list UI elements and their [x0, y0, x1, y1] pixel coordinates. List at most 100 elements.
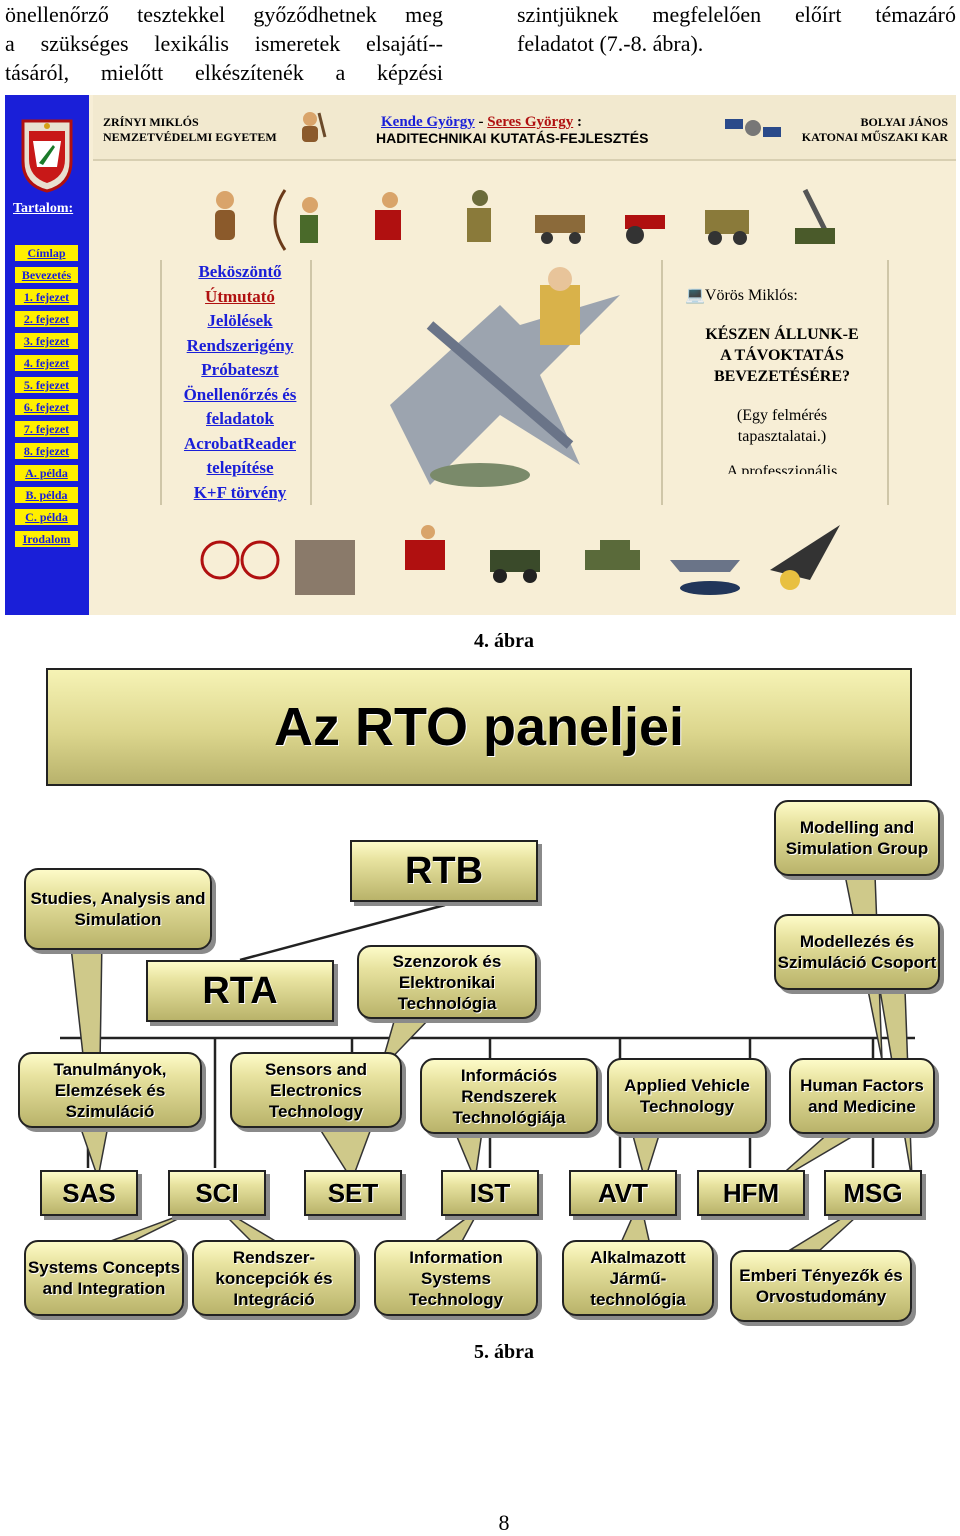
callout-text: Tanulmányok, Elemzések és Szimuláció [53, 1059, 167, 1121]
divider [887, 260, 889, 505]
main-menu: Beköszöntő Útmutató Jelölések Rendszerig… [165, 260, 315, 505]
rta-box: RTA [146, 960, 334, 1022]
news-title[interactable]: KÉSZEN ÁLLUNK-E A TÁVOKTATÁS BEVEZETÉSÉR… [677, 324, 887, 387]
menu-jelolesek[interactable]: Jelölések [207, 311, 273, 330]
callout-text: Sensors and Electronics Technology [264, 1059, 368, 1121]
msg-callout-hu: Modellezés és Szimuláció Csoport [774, 914, 940, 990]
hfm-callout-en: Human Factors and Medicine [789, 1058, 935, 1134]
text-column-right: szintjüknek megfelelően előírt témazáró … [517, 0, 956, 58]
news-title-line: BEVEZETÉSÉRE? [713, 368, 851, 385]
aircraft-collage-icon [390, 267, 620, 487]
menu-onellenorzes[interactable]: Önellenőrzés és [183, 384, 297, 404]
rta-label: RTA [202, 969, 278, 1012]
text-column-left: önellenőrző tesztekkel győződhetnek meg … [5, 0, 443, 87]
callout-text: Information Systems Technology [408, 1247, 504, 1309]
rtb-label: RTB [404, 849, 484, 892]
menu-probateszt[interactable]: Próbateszt [201, 360, 279, 379]
news-subtitle-line: tapasztalatai.) [737, 428, 827, 445]
satellite-icon [725, 119, 781, 137]
menu-kf-torveny[interactable]: K+F törvény [193, 482, 287, 502]
news-subtitle-line: (Egy felmérés [736, 407, 828, 424]
nav-example-b[interactable]: B. példa [15, 487, 78, 503]
vehicles-strip-icon [200, 525, 840, 595]
faculty-line: BOLYAI JÁNOS [860, 115, 948, 129]
msg-callout-en-text: Modelling and Simulation Group [785, 818, 929, 858]
authors-line: Kende György - Seres György : [381, 113, 582, 131]
computer-icon: 💻 [685, 287, 705, 304]
panel-sci: SCI [168, 1170, 266, 1216]
faculty-name: BOLYAI JÁNOS KATONAI MŰSZAKI KAR [802, 115, 948, 145]
panel-label: SAS [62, 1177, 116, 1208]
sci-callout-hu: Rendszer-koncepciók és Integráció [192, 1240, 356, 1316]
panel-label: MSG [843, 1177, 903, 1208]
website-screenshot-figure: Tartalom: Címlap Bevezetés 1. fejezet 2.… [5, 95, 956, 615]
news-title-line: A TÁVOKTATÁS [720, 347, 844, 364]
msg-callout-hu-text: Modellezés és Szimuláció Csoport [777, 932, 937, 972]
nav-cimlap[interactable]: Címlap [15, 245, 78, 261]
callout-text: Rendszer-koncepciók és Integráció [215, 1247, 333, 1309]
panel-set: SET [304, 1170, 402, 1216]
msg-callout-en: Modelling and Simulation Group [774, 800, 940, 876]
callout-text: Applied Vehicle Technology [624, 1076, 750, 1116]
university-line: NEMZETVÉDELMI EGYETEM [103, 130, 277, 144]
diagram-title-text: Az RTO paneljei [273, 697, 685, 757]
menu-telepitese[interactable]: telepítése [206, 458, 274, 477]
panel-msg: MSG [824, 1170, 922, 1216]
panel-label: SCI [195, 1177, 239, 1208]
menu-acrobatreader[interactable]: AcrobatReader [183, 433, 297, 453]
rta-callout: Studies, Analysis and Simulation [24, 868, 212, 950]
nav-chapter-3[interactable]: 3. fejezet [15, 333, 78, 349]
callout-text: Systems Concepts and Integration [27, 1258, 181, 1298]
callout-text: Alkalmazott Jármű-technológia [590, 1247, 686, 1309]
set-callout-en: Sensors and Electronics Technology [230, 1052, 402, 1128]
avt-callout-en: Applied Vehicle Technology [607, 1058, 767, 1134]
nav-bevezetes[interactable]: Bevezetés [15, 267, 78, 283]
panel-ist: IST [441, 1170, 539, 1216]
text-line: tásáról, mielőtt elkészítenék a képzési [5, 60, 443, 85]
diagram-title: Az RTO paneljei [46, 668, 912, 786]
text-line: önellenőrző tesztekkel győződhetnek meg [5, 2, 443, 27]
panel-label: AVT [597, 1177, 649, 1208]
callout-text: Információs Rendszerek Technológiája [452, 1065, 566, 1127]
nav-chapter-1[interactable]: 1. fejezet [15, 289, 78, 305]
site-title: HADITECHNIKAI KUTATÁS-FEJLESZTÉS [376, 130, 649, 146]
rtb-callout-text: Szenzorok és Elektronikai Technológia [392, 951, 502, 1013]
text-line: szintjüknek megfelelően előírt témazáró [517, 2, 956, 27]
author-link[interactable]: Seres György [487, 114, 574, 130]
menu-rendszerigeny[interactable]: Rendszerigény [186, 335, 294, 355]
panel-label: HFM [722, 1177, 780, 1208]
nav-example-a[interactable]: A. példa [15, 465, 78, 481]
ist-callout-hu: Információs Rendszerek Technológiája [420, 1058, 598, 1134]
sas-callout-hu: Tanulmányok, Elemzések és Szimuláció [18, 1052, 202, 1128]
university-line: ZRÍNYI MIKLÓS [103, 115, 199, 129]
rto-panels-diagram: Az RTO paneljei RTB RTA Szenzorok és Ele… [0, 660, 960, 1340]
panel-label: IST [469, 1177, 511, 1208]
news-author[interactable]: 💻Vörös Miklós: [685, 285, 887, 306]
figure-caption: 5. ábra [474, 1341, 534, 1363]
faculty-line: KATONAI MŰSZAKI KAR [801, 130, 948, 144]
author-link[interactable]: Kende György [381, 114, 475, 130]
nav-irodalom[interactable]: Irodalom [15, 531, 78, 547]
panel-avt: AVT [569, 1170, 677, 1216]
divider [310, 260, 312, 505]
sci-callout-en: Systems Concepts and Integration [24, 1240, 184, 1316]
figure-caption: 4. ábra [474, 630, 534, 652]
panel-hfm: HFM [697, 1170, 805, 1216]
hfm-callout-hu: Emberi Tényezők és Orvostudomány [730, 1250, 912, 1322]
university-name: ZRÍNYI MIKLÓS NEMZETVÉDELMI EGYETEM [103, 115, 277, 145]
nav-chapter-6[interactable]: 6. fejezet [15, 399, 78, 415]
menu-feladatok[interactable]: feladatok [206, 409, 274, 428]
nav-example-c[interactable]: C. példa [15, 509, 78, 525]
nav-chapter-4[interactable]: 4. fejezet [15, 355, 78, 371]
news-panel: 💻Vörös Miklós: KÉSZEN ÁLLUNK-E A TÁVOKTA… [677, 285, 887, 474]
nav-chapter-2[interactable]: 2. fejezet [15, 311, 78, 327]
panel-sas: SAS [40, 1170, 138, 1216]
text-line: a szükséges lexikális ismeretek elsajátí… [5, 31, 443, 56]
nav-chapter-8[interactable]: 8. fejezet [15, 443, 78, 459]
menu-utmutato[interactable]: Útmutató [205, 286, 275, 306]
menu-bekoszonto[interactable]: Beköszöntő [198, 262, 282, 281]
nav-chapter-7[interactable]: 7. fejezet [15, 421, 78, 437]
news-more: A professzionális [726, 463, 838, 474]
nav-chapter-5[interactable]: 5. fejezet [15, 377, 78, 393]
site-header: ZRÍNYI MIKLÓS NEMZETVÉDELMI EGYETEM Kend… [93, 95, 956, 161]
